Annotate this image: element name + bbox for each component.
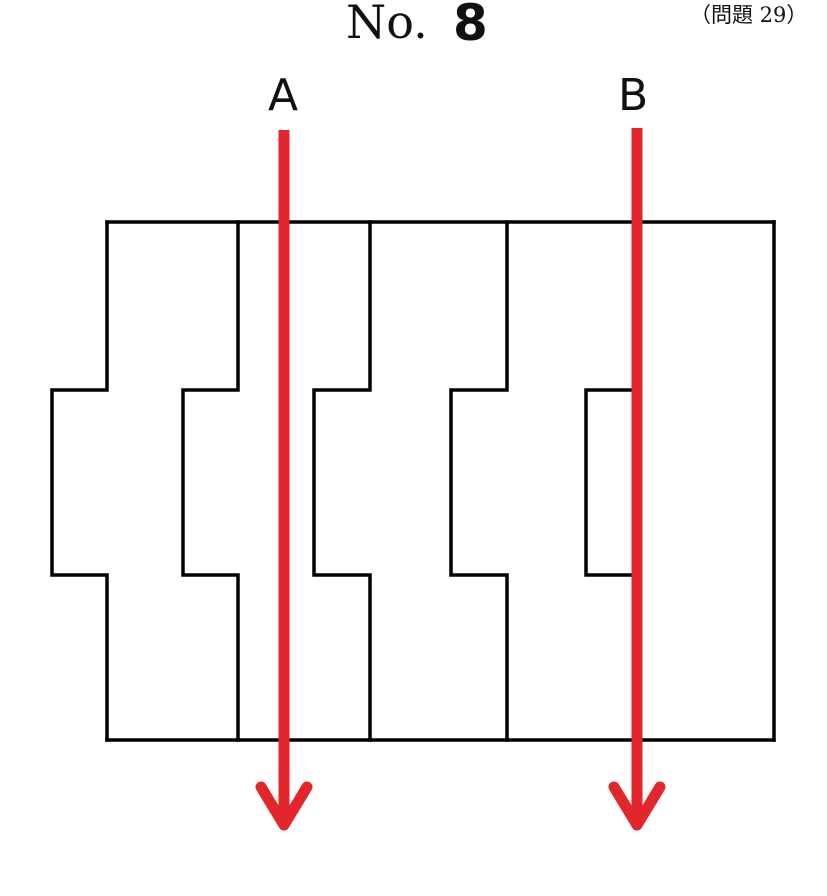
arrow-label-b: B bbox=[618, 70, 648, 121]
arrow-a bbox=[255, 130, 313, 831]
header-no-label: No. bbox=[346, 0, 428, 49]
header-question-ref: （問題 29） bbox=[690, 3, 807, 27]
arrow-b bbox=[608, 128, 666, 831]
divider-2 bbox=[312, 220, 372, 742]
arrow-b-head bbox=[608, 781, 666, 831]
divider-3 bbox=[449, 220, 509, 742]
arrow-label-a: A bbox=[268, 70, 298, 121]
divider-1 bbox=[181, 220, 240, 742]
notch-b bbox=[584, 388, 634, 577]
block-diagram bbox=[50, 220, 776, 742]
block-1-left-edge bbox=[50, 220, 109, 742]
arrow-a-head bbox=[255, 781, 313, 831]
header-number: 8 bbox=[453, 0, 488, 52]
